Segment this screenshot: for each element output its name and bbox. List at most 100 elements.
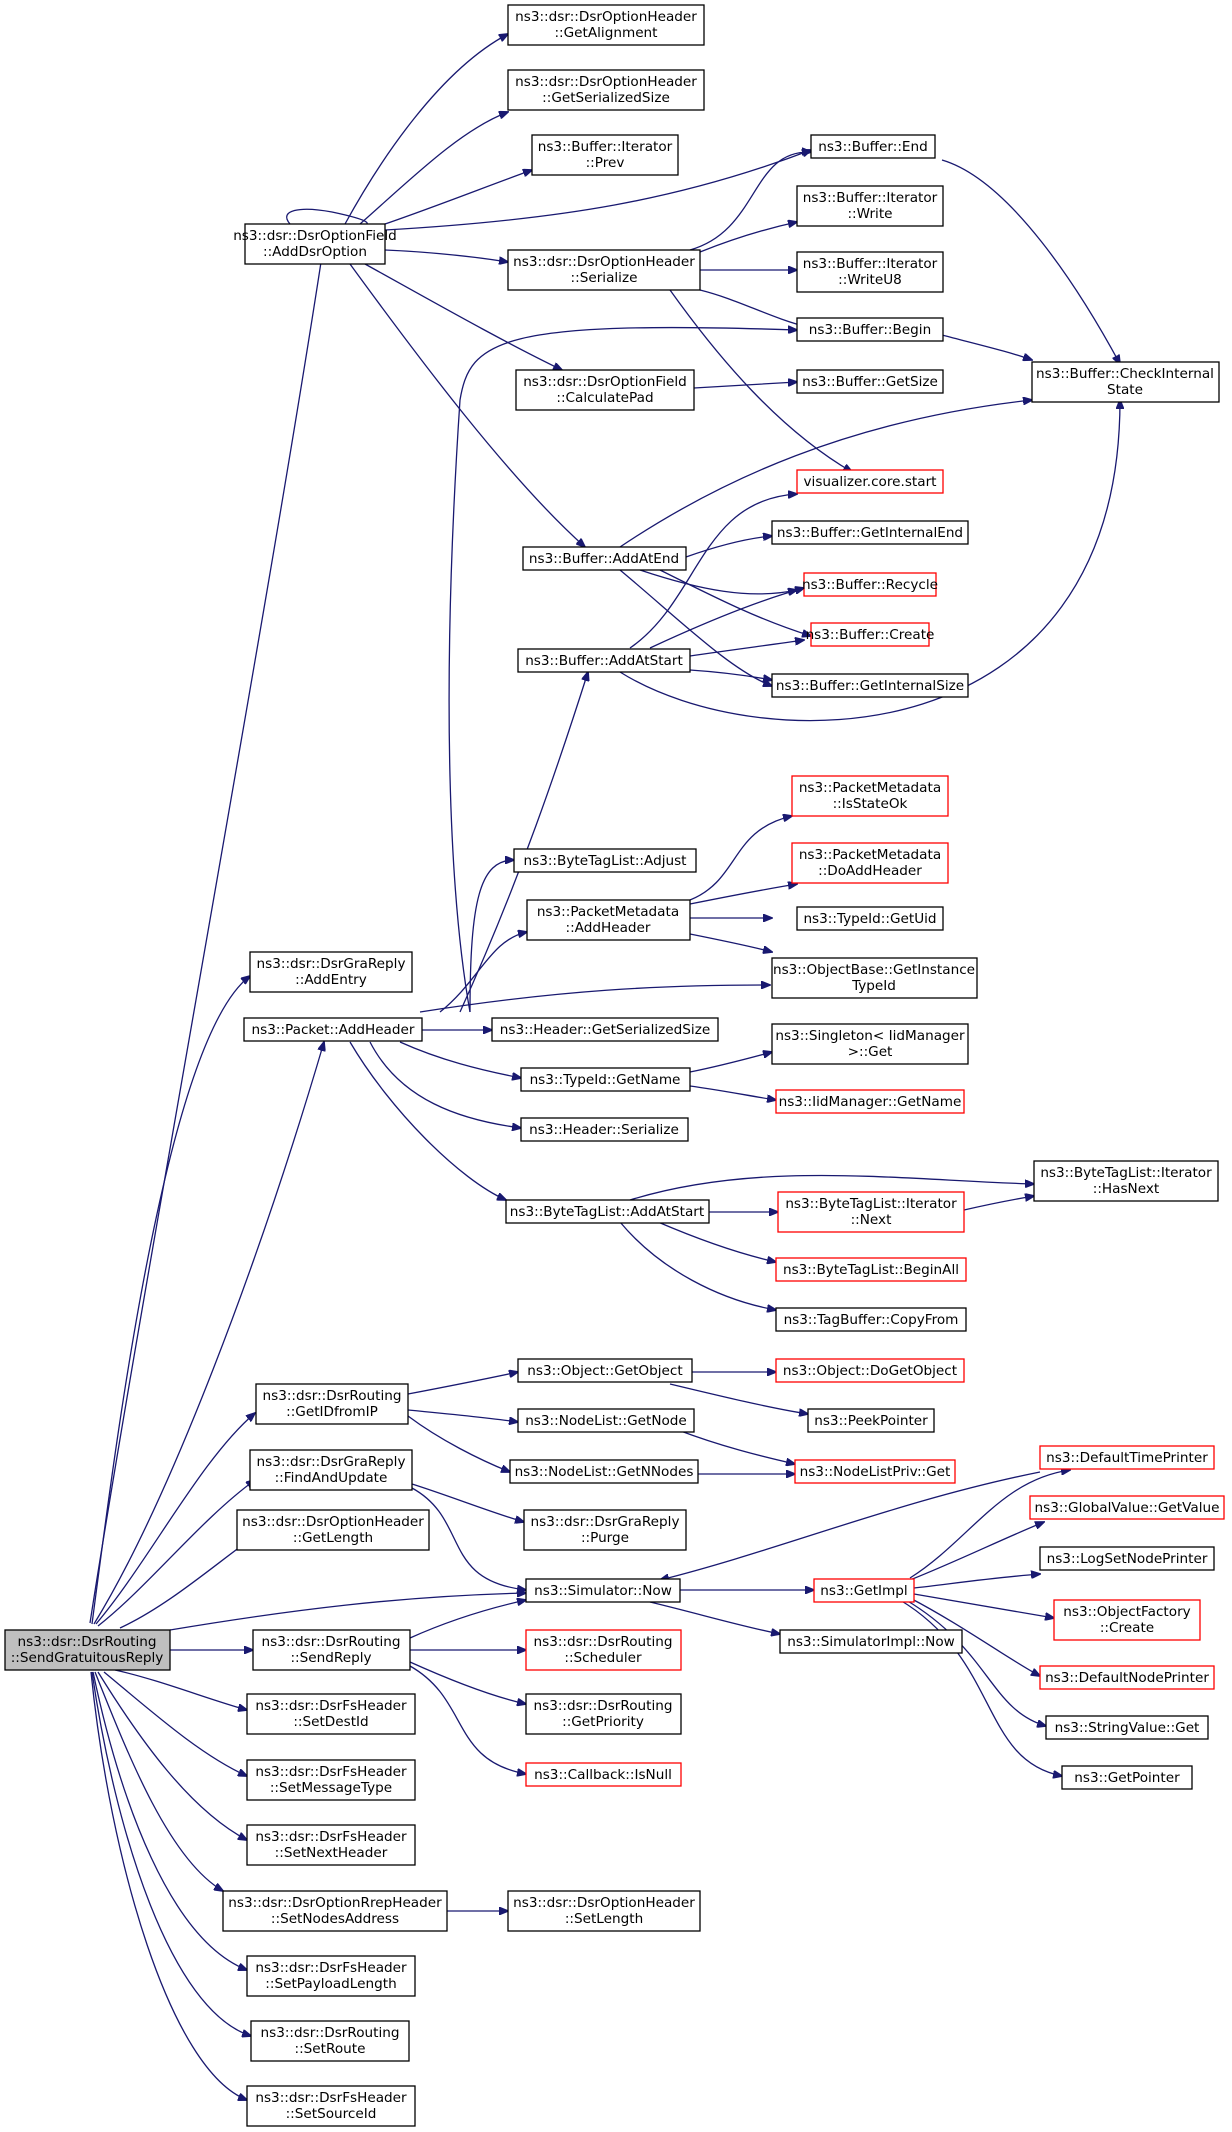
node-tag-buffer-copy-from[interactable]: ns3::TagBuffer::CopyFrom [775, 1307, 967, 1332]
node-btl-adjust[interactable]: ns3::ByteTagList::Adjust [513, 848, 697, 873]
edge [689, 884, 797, 905]
node-buffer-create[interactable]: ns3::Buffer::Create [806, 622, 935, 647]
node-btl-begin-all[interactable]: ns3::ByteTagList::BeginAll [775, 1257, 967, 1282]
node-box [513, 848, 697, 873]
edge [689, 669, 772, 680]
node-check-internal-state[interactable]: ns3::Buffer::CheckInternal State [1031, 361, 1220, 403]
node-buffer-end[interactable]: ns3::Buffer::End [810, 134, 936, 159]
node-label-line1: ns3::ObjectFactory [1063, 1604, 1190, 1620]
node-label: ns3::Object::GetObject [527, 1363, 682, 1379]
node-iterator-prev[interactable]: ns3::Buffer::Iterator ::Prev [531, 134, 679, 176]
node-singleton-get[interactable]: ns3::Singleton< IidManager >::Get [771, 1023, 969, 1065]
edge [649, 588, 804, 649]
node-set-next-header[interactable]: ns3::dsr::DsrFsHeader ::SetNextHeader [246, 1824, 416, 1866]
node-object-do-get-object[interactable]: ns3::Object::DoGetObject [775, 1358, 965, 1383]
node-label: ns3::Buffer::GetInternalSize [776, 678, 964, 694]
node-visualizer-core-start[interactable]: visualizer.core.start [796, 469, 944, 494]
node-set-source-id[interactable]: ns3::dsr::DsrFsHeader ::SetSourceId [246, 2085, 416, 2127]
edge [685, 536, 772, 558]
node-opt-set-length[interactable]: ns3::dsr::DsrOptionHeader ::SetLength [507, 1890, 701, 1932]
node-opt-get-serialized-size[interactable]: ns3::dsr::DsrOptionHeader ::GetSerialize… [507, 69, 705, 111]
node-object-get-instance-type-id[interactable]: ns3::ObjectBase::GetInstance TypeId [771, 957, 978, 999]
node-get-pointer[interactable]: ns3::GetPointer [1061, 1765, 1193, 1790]
node-box [771, 673, 969, 698]
node-buffer-get-size[interactable]: ns3::Buffer::GetSize [796, 369, 944, 394]
node-packet-add-header[interactable]: ns3::Packet::AddHeader [243, 1017, 423, 1042]
node-label-line2: ::WriteU8 [838, 272, 902, 288]
node-get-priority[interactable]: ns3::dsr::DsrRouting ::GetPriority [525, 1693, 682, 1735]
edge [689, 816, 792, 901]
node-label-line1: ns3::dsr::DsrOptionHeader [513, 1895, 695, 1911]
edge [689, 640, 804, 657]
node-node-list-priv-get[interactable]: ns3::NodeListPriv::Get [794, 1459, 956, 1484]
node-set-dest-id[interactable]: ns3::dsr::DsrFsHeader ::SetDestId [246, 1693, 416, 1735]
node-calculate-pad[interactable]: ns3::dsr::DsrOptionField ::CalculatePad [515, 369, 695, 411]
edge [963, 1196, 1034, 1211]
node-label-line2: ::HasNext [1093, 1181, 1159, 1197]
edge [384, 170, 532, 225]
node-box [810, 134, 936, 159]
node-peek-pointer[interactable]: ns3::PeekPointer [807, 1408, 935, 1433]
node-box [1031, 361, 1220, 403]
node-global-value-get-value[interactable]: ns3::GlobalValue::GetValue [1029, 1495, 1225, 1520]
node-default-time-printer[interactable]: ns3::DefaultTimePrinter [1039, 1445, 1215, 1470]
node-iterator-write-u8[interactable]: ns3::Buffer::Iterator ::WriteU8 [796, 251, 944, 293]
node-node-list-get-node[interactable]: ns3::NodeList::GetNode [517, 1408, 695, 1433]
node-type-id-get-uid[interactable]: ns3::TypeId::GetUid [796, 906, 944, 931]
node-scheduler[interactable]: ns3::dsr::DsrRouting ::Scheduler [525, 1629, 682, 1671]
node-buffer-add-at-start[interactable]: ns3::Buffer::AddAtStart [517, 648, 691, 673]
node-gra-add-entry[interactable]: ns3::dsr::DsrGraReply ::AddEntry [249, 951, 413, 993]
edge [439, 932, 527, 1013]
node-btl-iterator-next[interactable]: ns3::ByteTagList::Iterator ::Next [777, 1191, 965, 1233]
node-box [523, 1509, 687, 1551]
node-header-get-serialized-size[interactable]: ns3::Header::GetSerializedSize [491, 1017, 719, 1042]
node-get-id-from-ip[interactable]: ns3::dsr::DsrRouting ::GetIDfromIP [255, 1383, 409, 1425]
node-buffer-get-internal-size[interactable]: ns3::Buffer::GetInternalSize [771, 673, 969, 698]
node-set-message-type[interactable]: ns3::dsr::DsrFsHeader ::SetMessageType [246, 1759, 416, 1801]
node-buffer-get-internal-end[interactable]: ns3::Buffer::GetInternalEnd [771, 520, 969, 545]
edge [689, 1085, 776, 1100]
node-label: ns3::Callback::IsNull [534, 1767, 672, 1783]
node-pm-is-state-ok[interactable]: ns3::PacketMetadata ::IsStateOk [791, 775, 949, 817]
node-set-payload-length[interactable]: ns3::dsr::DsrFsHeader ::SetPayloadLength [246, 1955, 416, 1997]
node-get-impl[interactable]: ns3::GetImpl [813, 1578, 915, 1603]
node-simulator-now[interactable]: ns3::Simulator::Now [525, 1578, 681, 1603]
node-buffer-recycle[interactable]: ns3::Buffer::Recycle [802, 572, 938, 597]
edge [899, 1599, 1062, 1776]
node-node-list-get-n-nodes[interactable]: ns3::NodeList::GetNNodes [509, 1459, 699, 1484]
node-callback-is-null[interactable]: ns3::Callback::IsNull [525, 1762, 682, 1787]
node-pm-do-add-header[interactable]: ns3::PacketMetadata ::DoAddHeader [791, 842, 949, 884]
node-add-dsr-option[interactable]: ns3::dsr::DsrOptionField ::AddDsrOption [233, 223, 397, 265]
node-pm-add-header[interactable]: ns3::PacketMetadata ::AddHeader [526, 899, 691, 941]
node-default-node-printer[interactable]: ns3::DefaultNodePrinter [1039, 1665, 1215, 1690]
node-object-get-object[interactable]: ns3::Object::GetObject [517, 1358, 693, 1383]
node-set-nodes-address[interactable]: ns3::dsr::DsrOptionRrepHeader ::SetNodes… [222, 1890, 448, 1932]
node-label: ns3::Object::DoGetObject [783, 1363, 957, 1379]
node-set-route[interactable]: ns3::dsr::DsrRouting ::SetRoute [250, 2020, 410, 2062]
node-btl-add-at-start[interactable]: ns3::ByteTagList::AddAtStart [505, 1199, 710, 1224]
node-get-alignment[interactable]: ns3::dsr::DsrOptionHeader ::GetAlignment [507, 4, 705, 46]
node-label-line2: ::AddDsrOption [263, 244, 367, 260]
node-label: ns3::Buffer::AddAtEnd [529, 551, 679, 567]
node-object-factory-create[interactable]: ns3::ObjectFactory ::Create [1053, 1599, 1201, 1641]
node-string-value-get[interactable]: ns3::StringValue::Get [1045, 1715, 1209, 1740]
node-opt-serialize[interactable]: ns3::dsr::DsrOptionHeader ::Serialize [507, 249, 701, 291]
node-type-id-get-name[interactable]: ns3::TypeId::GetName [520, 1067, 691, 1092]
node-buffer-add-at-end[interactable]: ns3::Buffer::AddAtEnd [522, 546, 687, 571]
node-box [246, 2085, 416, 2127]
node-header-serialize[interactable]: ns3::Header::Serialize [520, 1117, 689, 1142]
node-iid-manager-get-name[interactable]: ns3::IidManager::GetName [775, 1089, 965, 1114]
node-box [791, 842, 949, 884]
node-label-line1: ns3::dsr::DsrRouting [534, 1698, 673, 1714]
node-iterator-write[interactable]: ns3::Buffer::Iterator ::Write [796, 185, 944, 227]
node-box [775, 1257, 967, 1282]
node-log-set-node-printer[interactable]: ns3::LogSetNodePrinter [1039, 1546, 1215, 1571]
node-buffer-begin[interactable]: ns3::Buffer::Begin [796, 317, 944, 342]
node-gra-find-and-update[interactable]: ns3::dsr::DsrGraReply ::FindAndUpdate [249, 1449, 413, 1491]
node-send-gratuitous-reply[interactable]: ns3::dsr::DsrRouting ::SendGratuitousRep… [4, 1629, 171, 1671]
node-gra-purge[interactable]: ns3::dsr::DsrGraReply ::Purge [523, 1509, 687, 1551]
node-simulator-impl-now[interactable]: ns3::SimulatorImpl::Now [779, 1629, 963, 1654]
node-btl-iterator-has-next[interactable]: ns3::ByteTagList::Iterator ::HasNext [1033, 1160, 1219, 1202]
node-opt-get-length[interactable]: ns3::dsr::DsrOptionHeader ::GetLength [236, 1509, 430, 1551]
node-send-reply[interactable]: ns3::dsr::DsrRouting ::SendReply [252, 1629, 411, 1671]
